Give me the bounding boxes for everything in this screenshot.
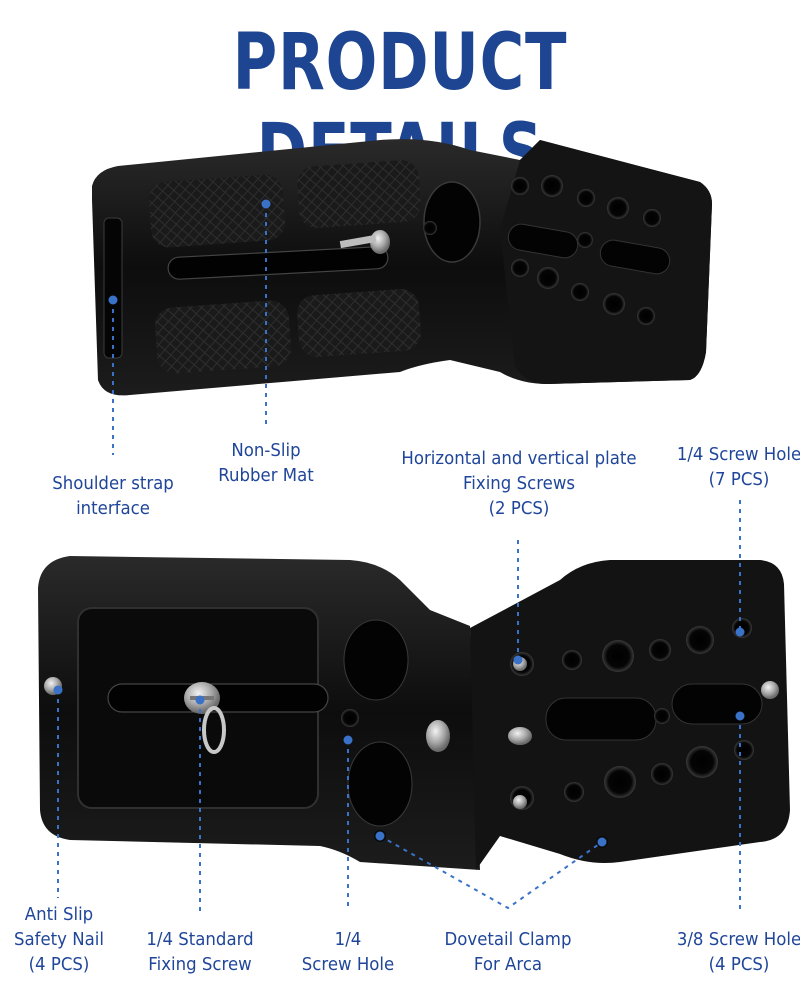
callout-lines (57, 204, 741, 912)
label-rubber-mat: Non-Slip Rubber Mat (218, 440, 314, 486)
top-plate (92, 139, 712, 396)
label-quarter-screw-hole-7: 1/4 Screw Hole (7 PCS) (676, 444, 800, 490)
bottom-plate (38, 556, 790, 870)
label-shoulder-strap: Shoulder strap interface (52, 473, 174, 519)
label-three-eighths-screw-hole: 3/8 Screw Hole (4 PCS) (676, 929, 800, 975)
label-dovetail-clamp: Dovetail Clamp For Arca (444, 929, 572, 975)
label-standard-fixing-screw: 1/4 Standard Fixing Screw (146, 929, 254, 975)
label-anti-slip-nail: Anti Slip Safety Nail (4 PCS) (14, 904, 104, 975)
callout-dots (53, 199, 745, 847)
label-quarter-screw-hole: 1/4 Screw Hole (301, 929, 395, 975)
label-fixing-screws: Horizontal and vertical plate Fixing Scr… (401, 448, 637, 519)
